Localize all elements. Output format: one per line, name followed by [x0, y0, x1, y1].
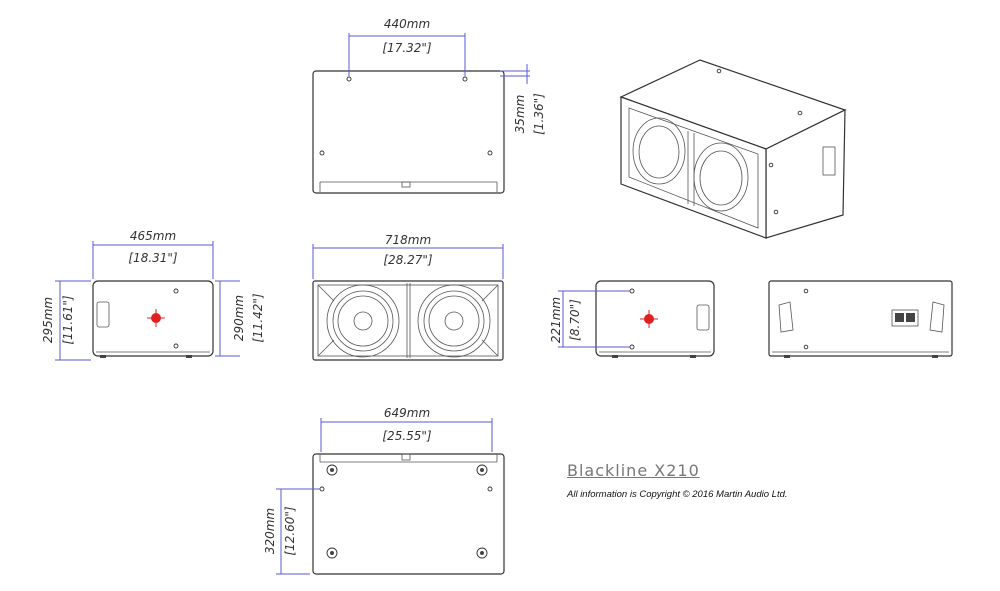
- front-view: [312, 280, 504, 361]
- dim-side-height-outer-in: [11.61"]: [61, 295, 75, 345]
- dim-bottom-width-mm: 649mm: [384, 406, 430, 420]
- copyright-notice: All information is Copyright © 2016 Mart…: [567, 489, 788, 500]
- dim-side-height-outer: 295mm [11.61"]: [41, 280, 91, 361]
- dim-side-height-inner-in: [11.42"]: [251, 293, 265, 343]
- dim-top-depth: 35mm [1.36"]: [500, 64, 546, 135]
- product-title: Blackline X210: [567, 461, 700, 480]
- dim-side-height-outer-mm: 295mm: [41, 297, 55, 343]
- dim-top-depth-mm: 35mm: [513, 95, 527, 134]
- dim-top-depth-in: [1.36"]: [532, 93, 546, 135]
- dim-bottom-depth-in: [12.60"]: [283, 506, 297, 556]
- center-of-gravity-marker: [640, 310, 658, 328]
- dim-top-width-mm: 440mm: [384, 17, 430, 31]
- side-view-right: [595, 280, 715, 358]
- dim-top-width-in: [17.32"]: [382, 41, 432, 55]
- bottom-view: [312, 453, 505, 575]
- dim-front-width-mm: 718mm: [385, 233, 431, 247]
- dim-bottom-width: 649mm [25.55"]: [320, 406, 493, 452]
- dim-bottom-depth-mm: 320mm: [263, 508, 277, 554]
- dim-side2-height-in: [8.70"]: [568, 299, 582, 341]
- top-view: [312, 70, 505, 194]
- dim-side-width: 465mm [18.31"]: [92, 229, 214, 279]
- dim-bottom-width-in: [25.55"]: [382, 429, 432, 443]
- dim-top-width: 440mm [17.32"]: [348, 17, 466, 76]
- dim-side-height-inner: 290mm [11.42"]: [215, 280, 265, 357]
- isometric-view: [619, 59, 847, 239]
- dim-side-width-mm: 465mm: [130, 229, 176, 243]
- rear-view: [768, 280, 953, 358]
- dim-side2-height: 221mm [8.70"]: [549, 290, 630, 348]
- dim-side-width-in: [18.31"]: [128, 251, 178, 265]
- dim-front-width-in: [28.27"]: [383, 253, 433, 267]
- center-of-gravity-marker: [147, 309, 165, 327]
- side-view-left: [92, 280, 214, 358]
- dim-bottom-depth: 320mm [12.60"]: [263, 488, 320, 575]
- dim-side-height-inner-mm: 290mm: [232, 295, 246, 341]
- dim-side2-height-mm: 221mm: [549, 297, 563, 343]
- dim-front-width: 718mm [28.27"]: [312, 233, 504, 279]
